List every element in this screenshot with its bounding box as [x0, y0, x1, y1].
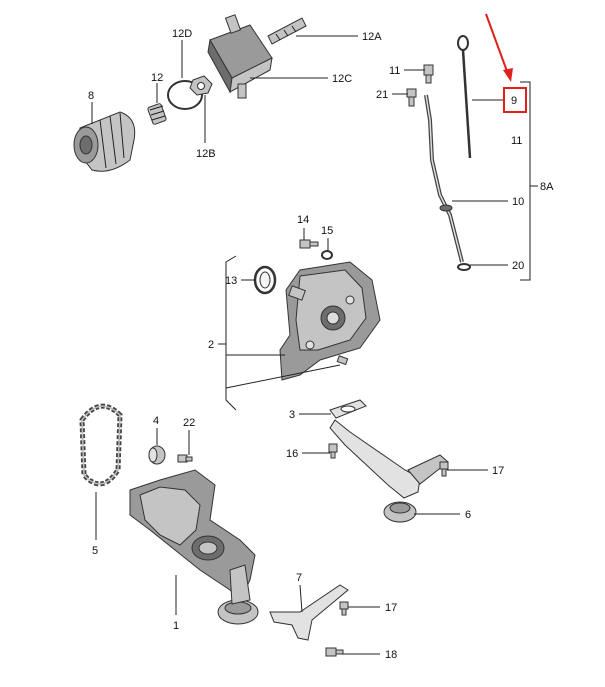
- label-16: 16: [286, 448, 298, 460]
- label-12a: 12A: [362, 31, 382, 43]
- label-8: 8: [88, 90, 94, 102]
- bolt-11[interactable]: [423, 64, 434, 84]
- label-12c: 12C: [332, 73, 352, 85]
- label-15: 15: [321, 225, 333, 237]
- label-17-upper: 17: [492, 465, 504, 477]
- drive-chain-5[interactable]: [79, 403, 123, 487]
- washer-15[interactable]: [321, 250, 333, 260]
- label-21: 21: [376, 89, 388, 101]
- label-1: 1: [173, 620, 179, 632]
- threaded-stud-12[interactable]: [147, 103, 167, 125]
- bolt-18[interactable]: [325, 647, 344, 657]
- dipstick-9[interactable]: [457, 35, 472, 159]
- label-18: 18: [385, 649, 397, 661]
- pump-bolt[interactable]: [336, 355, 349, 366]
- bolt-21[interactable]: [406, 88, 417, 107]
- housing-1[interactable]: [129, 469, 259, 625]
- label-4: 4: [153, 415, 159, 427]
- label-11-lower: 11: [511, 135, 522, 147]
- label-12b: 12B: [196, 148, 216, 160]
- label-9: 9: [511, 95, 517, 107]
- gasket-3[interactable]: [329, 399, 367, 419]
- label-12d: 12D: [172, 28, 192, 40]
- oil-pump[interactable]: [279, 261, 381, 381]
- bolt-22[interactable]: [177, 454, 193, 463]
- label-5: 5: [92, 545, 98, 557]
- label-11-upper: 11: [389, 65, 400, 77]
- leader-lines: [91, 35, 538, 655]
- label-8a: 8A: [540, 181, 554, 193]
- highlight-box[interactable]: [503, 87, 527, 113]
- label-14: 14: [297, 214, 309, 226]
- oil-pickup-6[interactable]: [329, 419, 449, 523]
- label-20: 20: [512, 260, 524, 272]
- guide-tube-10[interactable]: [424, 94, 464, 263]
- label-13: 13: [225, 275, 237, 287]
- bolt-16[interactable]: [328, 443, 338, 459]
- label-17-lower: 17: [385, 602, 397, 614]
- cooler-o-ring[interactable]: [167, 80, 203, 110]
- label-6: 6: [465, 509, 471, 521]
- seal-20[interactable]: [457, 263, 471, 271]
- label-7: 7: [296, 572, 302, 584]
- cooler-nut[interactable]: [189, 75, 213, 96]
- bolt-17-upper[interactable]: [439, 461, 449, 477]
- label-12: 12: [151, 72, 163, 84]
- label-2: 2: [208, 339, 214, 351]
- cooler-stud[interactable]: [267, 17, 307, 45]
- oil-cooler[interactable]: [207, 14, 273, 99]
- bushing-4[interactable]: [148, 445, 166, 465]
- highlight-callout: 9: [485, 13, 527, 113]
- pump-seal-13[interactable]: [253, 265, 277, 295]
- bolt-14[interactable]: [299, 239, 319, 249]
- label-22: 22: [183, 417, 195, 429]
- bolt-17-lower[interactable]: [339, 601, 349, 616]
- part-labels: 12D 12A 12C 12 12B 8 11 21 11 8A 10 20 1…: [88, 28, 554, 661]
- label-10: 10: [512, 196, 524, 208]
- bracket-7[interactable]: [269, 584, 349, 641]
- label-3: 3: [289, 409, 295, 421]
- oil-filter[interactable]: [73, 111, 136, 172]
